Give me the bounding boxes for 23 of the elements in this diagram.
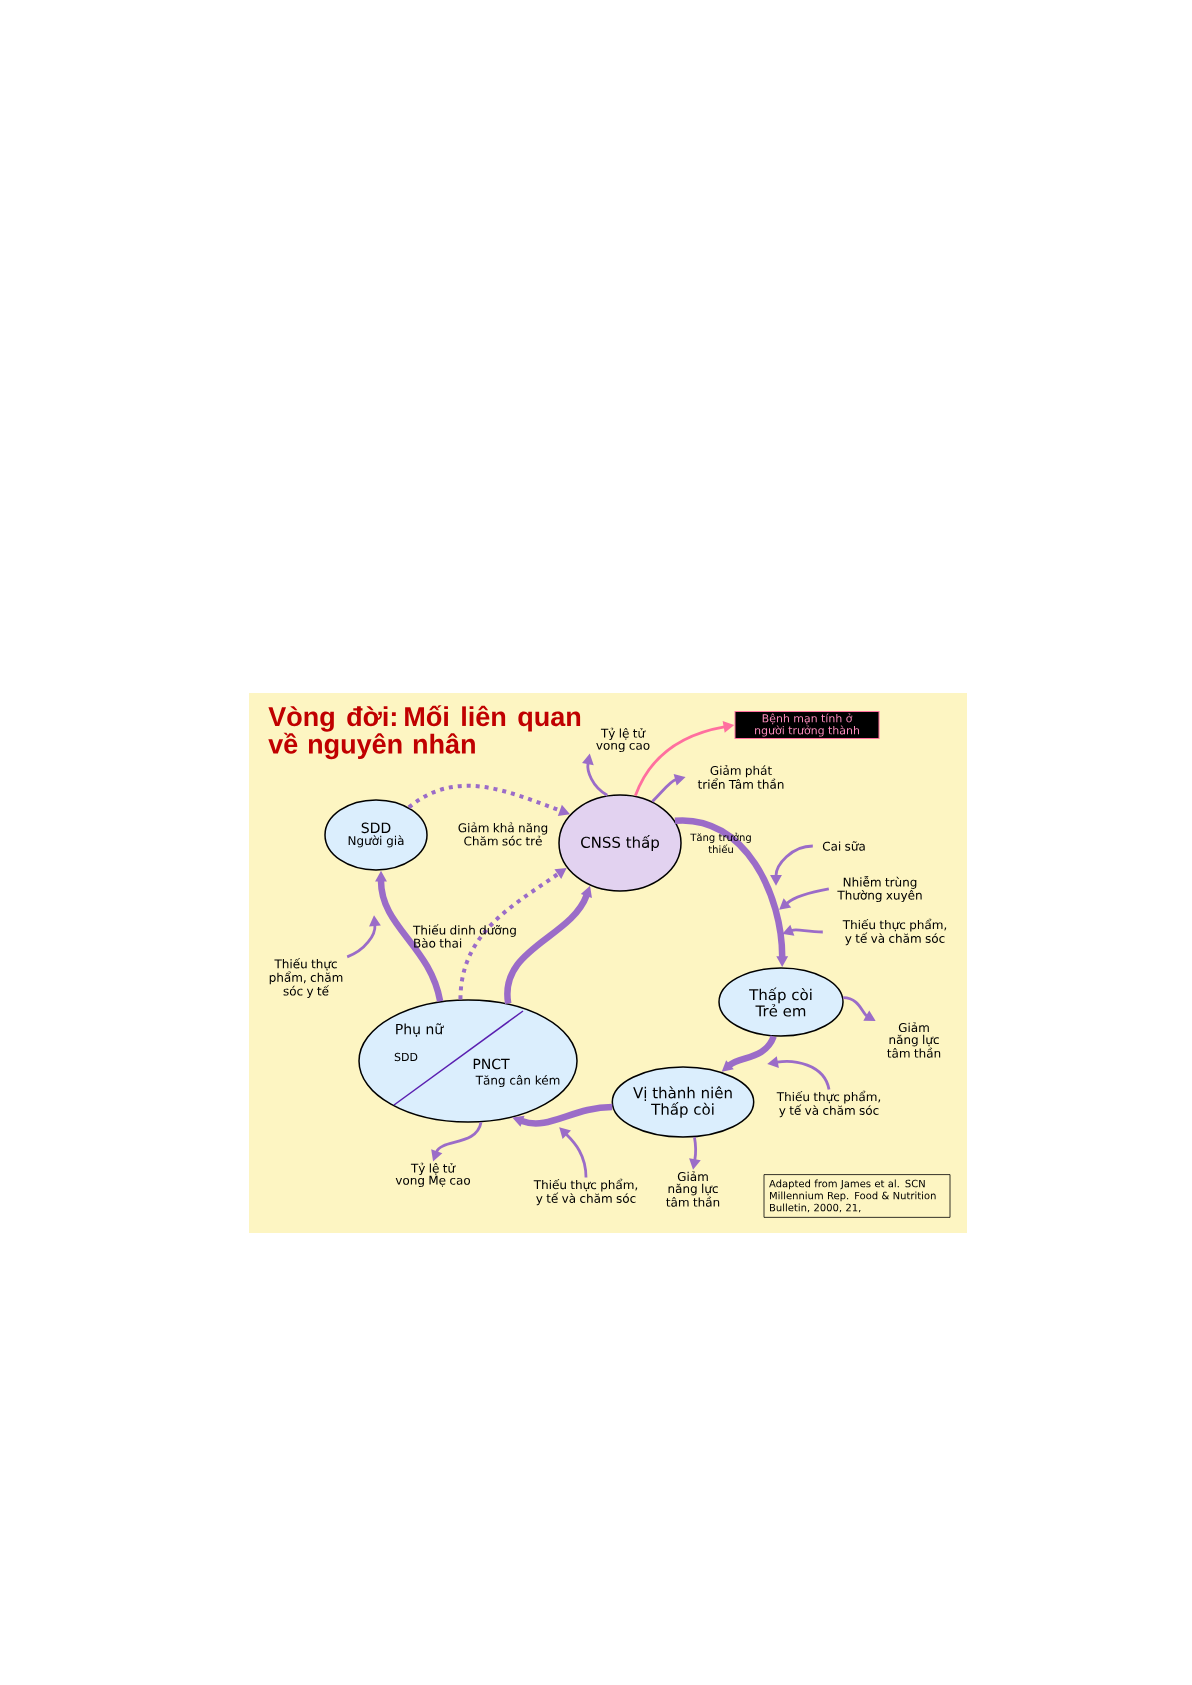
edge-label: Giảm khả năng Chăm sóc trẻ	[458, 822, 548, 846]
ellipse-node: Phụ nữ SDD PNCT Tăng cân kém	[358, 999, 578, 1123]
text-label: Thiếu thực phẩm, y tế và chăm sóc	[776, 1090, 881, 1118]
edge-label: Tăng trưởng thiếu	[690, 832, 751, 854]
ellipse-node: Thấp còi Trẻ em	[718, 967, 844, 1037]
title: Vòng đời: Mối liên quan về nguyên nhân	[268, 705, 581, 760]
arrow	[559, 1127, 588, 1178]
text-label: Thiếu thực phẩm, chăm sóc y tế	[269, 958, 343, 998]
ellipse-node: CNSS thấp	[558, 794, 682, 892]
text-label: Tỷ lệ tử vong Mẹ cao	[395, 1162, 471, 1188]
text-label: Nhiễm trùng Thường xuyên	[837, 875, 922, 903]
text-label: Giảm phát triển Tâm thần	[697, 765, 784, 789]
text-label: Giảm năng lực tâm thần	[887, 1022, 941, 1058]
text-label: Tỷ lệ tử vong cao	[596, 727, 650, 753]
edge-label: Thiếu dinh dưỡng Bào thai	[412, 924, 516, 948]
citation-box: Adapted from James et al. SCN Millennium Rep. Food & Nutrition Bulletin, 2000, 21,	[763, 1174, 951, 1218]
outcome-box: Bệnh mạn tính ở người trưởng thành	[734, 710, 880, 740]
text-label: Thiếu thực phẩm, y tế và chăm sóc	[533, 1178, 638, 1206]
text-label: Thiếu thực phẩm, y tế và chăm sóc	[842, 918, 947, 946]
ellipse-node: Vị thành niên Thấp còi	[611, 1066, 755, 1138]
ellipse-node: SDD Người già	[324, 799, 428, 871]
text-label: Cai sữa	[822, 841, 865, 851]
text-label: Giảm năng lực tâm thần	[666, 1171, 720, 1207]
